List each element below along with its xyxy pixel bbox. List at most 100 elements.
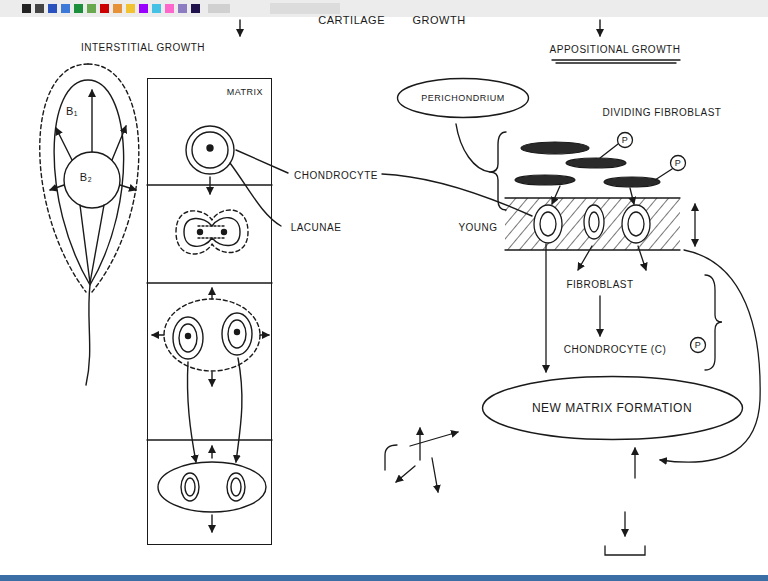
fibroblast: [515, 175, 575, 185]
toolbar-swatch: [208, 4, 230, 13]
chondrocyte-cell: [192, 132, 228, 168]
callout-circle: [671, 156, 686, 171]
hatched-zone: [505, 198, 680, 250]
expansion-arrow: [260, 334, 269, 335]
toolbar-swatch: [35, 4, 44, 13]
expansion-arrow: [211, 515, 212, 532]
node-label: PERICHONDRIUM: [421, 93, 505, 104]
process-oval: NEW MATRIX FORMATION: [481, 375, 744, 441]
section-heading: INTERSTITIAL GROWTH: [81, 42, 205, 54]
growth-arrow: [112, 126, 126, 160]
callout-circle: [618, 133, 633, 148]
down-arrow: [239, 20, 240, 36]
leader-line: [236, 150, 288, 173]
toolbar-swatch: [126, 4, 135, 13]
fibroblast: [521, 142, 589, 154]
zone-border: [505, 197, 680, 198]
toolbar-swatch: [191, 4, 200, 13]
toolbar-tools: [270, 3, 340, 14]
dashed-outline: [88, 64, 139, 292]
leader-line: [655, 169, 672, 180]
callout-letter: P: [695, 340, 702, 351]
region-label: B₁: [66, 105, 78, 118]
flow-arrow: [599, 296, 600, 336]
part-label: DIVIDING FIBROBLAST: [603, 107, 722, 119]
toolbar-swatch: [178, 4, 187, 13]
dividing-lacuna: [176, 210, 248, 254]
expansion-arrow: [211, 446, 212, 458]
thickness-arrow: [694, 204, 695, 246]
up-arrow: [634, 448, 635, 478]
zone-border: [505, 249, 680, 250]
step-arrow: [187, 362, 196, 462]
chondrocyte-cell-inner: [231, 478, 241, 496]
nucleus: [186, 334, 191, 339]
oval-outline: [398, 79, 529, 118]
cartilage-outline: [54, 80, 124, 285]
flow-arrow: [545, 244, 546, 372]
toolbar-swatch: [61, 4, 70, 13]
division-line: [198, 225, 226, 226]
down-arrow: [599, 20, 600, 36]
brace-leader: [456, 124, 490, 172]
taskbar: [0, 575, 768, 581]
daughter-cell-inner: [228, 320, 246, 348]
toolbar-swatch: [139, 4, 148, 13]
spread-arrow: [410, 432, 458, 446]
node-label: NEW MATRIX FORMATION: [532, 401, 692, 415]
part-label: CHONDROCYTE (C): [564, 344, 667, 356]
flow-arrow: [638, 246, 646, 270]
young-chondrocyte-inner: [628, 212, 644, 236]
dashed-lacuna: [164, 299, 260, 371]
expansion-arrow: [211, 288, 212, 299]
young-chondrocyte: [584, 205, 604, 239]
step-arrow: [236, 358, 242, 462]
chondrocyte-cell: [181, 473, 199, 501]
spread-arrow: [396, 466, 415, 482]
young-chondrocyte-inner: [589, 212, 599, 232]
converging-line: [90, 205, 104, 283]
bracket: [605, 546, 645, 555]
spread-arrow: [419, 428, 420, 460]
flow-arrow: [578, 246, 592, 270]
young-chondrocyte: [534, 205, 562, 243]
chondrocyte-cell-inner: [185, 478, 195, 496]
feedback-curve: [660, 250, 760, 462]
brace: [490, 132, 506, 210]
spread-arrow: [432, 458, 438, 492]
leader-line: [230, 163, 281, 226]
growth-arrow: [50, 185, 64, 190]
young-chondrocyte-inner: [540, 212, 556, 236]
matrix-separated-lacunae: [158, 462, 266, 512]
division-line: [198, 237, 226, 238]
node-label: MATRIX: [148, 87, 263, 98]
step-arrow: [209, 177, 210, 194]
toolbar-swatch: [100, 4, 109, 13]
bracket: [385, 445, 397, 470]
expansion-arrow: [211, 372, 212, 386]
brace: [705, 275, 722, 370]
toolbar-swatch: [48, 4, 57, 13]
region-label: B₂: [80, 171, 93, 184]
callout-letter: P: [675, 158, 682, 169]
toolbar-swatch: [113, 4, 122, 13]
growth-arrow: [56, 128, 72, 160]
nucleus: [222, 230, 227, 235]
daughter-cell-inner: [179, 324, 197, 352]
panel-divider: [147, 439, 272, 440]
toolbar-swatch: [152, 4, 161, 13]
panel-divider: [147, 282, 272, 283]
lacuna-outline: [186, 126, 234, 174]
part-label: LACUNAE: [291, 222, 342, 234]
nucleus: [207, 145, 213, 151]
part-label: CHONDROCYTE: [294, 170, 378, 182]
toolbar-swatch: [22, 4, 31, 13]
daughter-cell: [173, 317, 203, 359]
toolbar-swatch: [165, 4, 174, 13]
perichondrium-outline: PERICHONDRIUM: [396, 77, 530, 119]
converging-line: [80, 205, 90, 283]
callout-letter: P: [622, 135, 629, 146]
fibroblast: [604, 177, 660, 187]
nucleus: [235, 330, 240, 335]
